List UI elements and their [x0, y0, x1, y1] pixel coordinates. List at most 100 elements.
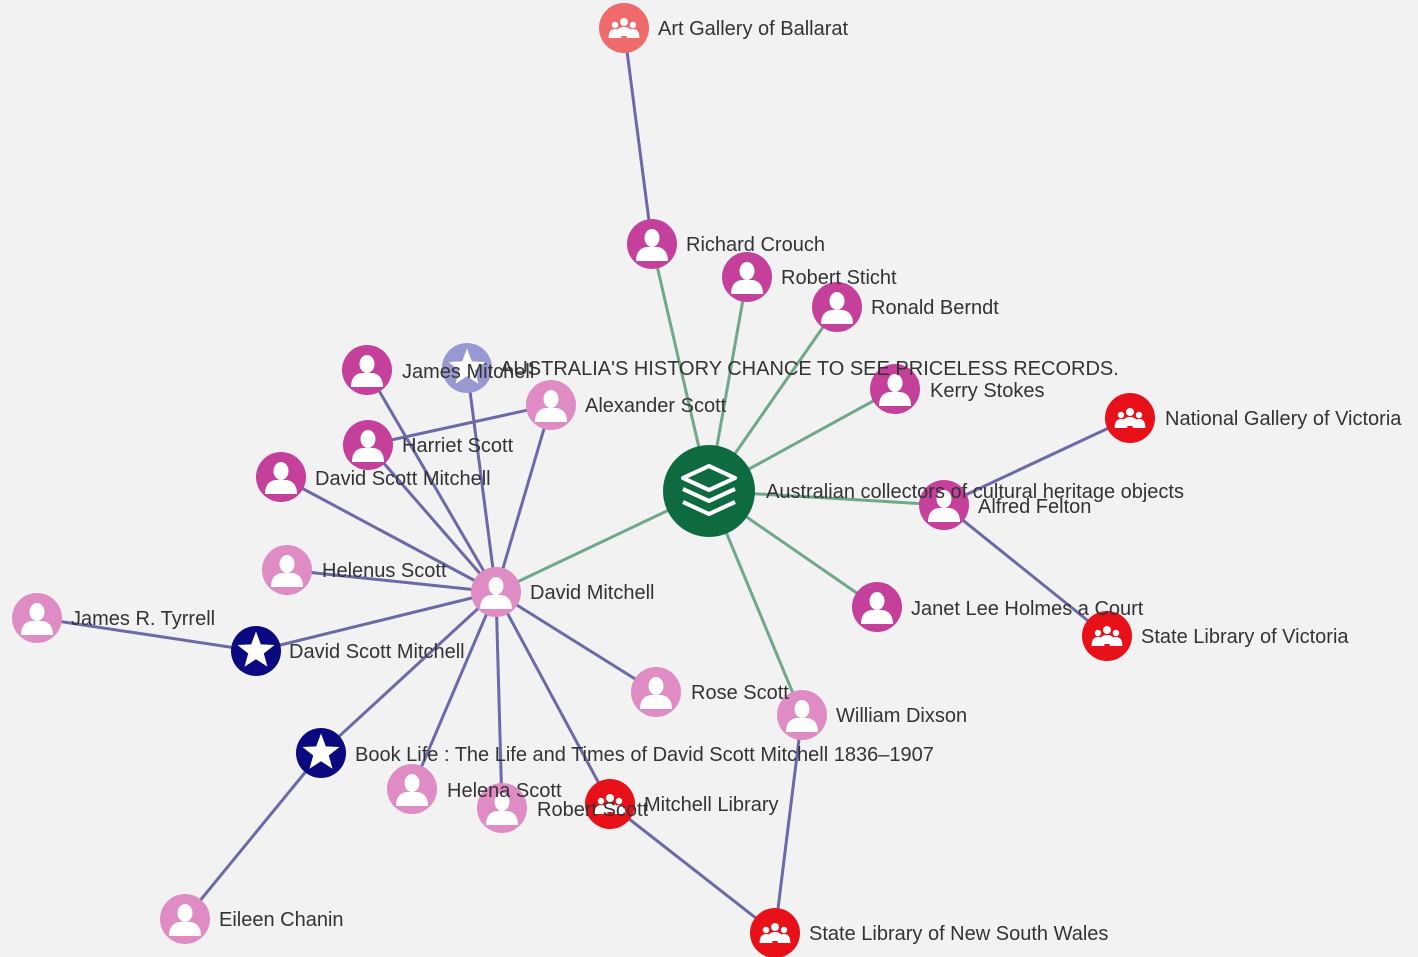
group-icon — [594, 794, 626, 814]
node-art-gallery-ballarat[interactable] — [599, 3, 649, 53]
label-ronald-berndt: Ronald Berndt — [871, 297, 999, 319]
node-robert-sticht[interactable] — [722, 252, 772, 302]
node-james-mitchell[interactable] — [342, 345, 392, 395]
person-icon — [731, 262, 763, 294]
edge-richard-crouch-art-gallery-ballarat — [622, 26, 654, 246]
edge-david-mitchell-helenus-scott — [285, 568, 498, 594]
edge-william-dixson-state-library-nsw — [773, 713, 804, 935]
person-icon — [265, 462, 297, 494]
person-icon — [486, 793, 518, 825]
person-icon — [169, 904, 201, 936]
node-alexander-scott[interactable] — [526, 380, 576, 430]
label-state-library-nsw: State Library of New South Wales — [809, 923, 1108, 945]
person-icon — [861, 592, 893, 624]
group-icon — [1091, 626, 1123, 646]
edge-david-mitchell-rose-scott — [494, 590, 658, 694]
edge-david-mitchell-book-life — [319, 590, 498, 755]
label-topic-collectors: Australian collectors of cultural herita… — [766, 481, 1184, 503]
node-david-scott-mitchell-person[interactable] — [256, 452, 306, 502]
edge-david-mitchell-robert-scott — [494, 590, 504, 810]
label-james-mitchell: James Mitchell — [402, 361, 534, 383]
node-james-tyrrell[interactable] — [12, 593, 62, 643]
person-icon — [535, 390, 567, 422]
star-icon — [302, 733, 340, 769]
label-helenus-scott: Helenus Scott — [322, 560, 447, 582]
node-helenus-scott[interactable] — [262, 545, 312, 595]
person-icon — [271, 555, 303, 587]
node-richard-crouch[interactable] — [627, 219, 677, 269]
label-national-gallery-victoria: National Gallery of Victoria — [1165, 408, 1402, 430]
edge-david-mitchell-newspaper-article — [465, 366, 498, 594]
person-icon — [636, 229, 668, 261]
person-icon — [352, 430, 384, 462]
edge-david-mitchell-helena-scott — [410, 590, 498, 791]
label-rose-scott: Rose Scott — [691, 682, 789, 704]
label-james-tyrrell: James R. Tyrrell — [71, 608, 215, 630]
layers-icon — [681, 464, 737, 516]
nodes-layer: Australian collectors of cultural herita… — [12, 3, 1402, 957]
star-icon — [448, 348, 486, 384]
label-robert-sticht: Robert Sticht — [781, 267, 897, 289]
edge-mitchell-library-state-library-nsw — [608, 802, 777, 935]
label-alexander-scott: Alexander Scott — [585, 395, 727, 417]
label-mitchell-library: Mitchell Library — [644, 794, 778, 816]
node-ronald-berndt[interactable] — [812, 282, 862, 332]
person-icon — [928, 490, 960, 522]
label-janet-holmes-a-court: Janet Lee Holmes a Court — [911, 598, 1144, 620]
edge-david-mitchell-alexander-scott — [494, 403, 553, 594]
edge-alfred-felton-state-library-victoria — [942, 503, 1109, 638]
node-topic-collectors[interactable] — [663, 445, 755, 537]
node-book-life[interactable] — [296, 728, 346, 778]
person-icon — [351, 355, 383, 387]
group-icon — [608, 18, 640, 38]
node-david-scott-mitchell-work[interactable] — [231, 626, 281, 676]
node-alfred-felton[interactable] — [919, 480, 969, 530]
group-icon — [1114, 408, 1146, 428]
label-eileen-chanin: Eileen Chanin — [219, 909, 344, 931]
person-icon — [879, 374, 911, 406]
label-kerry-stokes: Kerry Stokes — [930, 380, 1044, 402]
node-kerry-stokes[interactable] — [870, 364, 920, 414]
edge-david-mitchell-james-mitchell — [365, 368, 498, 594]
node-newspaper-article[interactable] — [442, 343, 492, 393]
edge-alfred-felton-national-gallery-victoria — [942, 416, 1132, 507]
person-icon — [786, 700, 818, 732]
edge-james-tyrrell-david-scott-mitchell-work — [35, 616, 258, 653]
group-icon — [759, 923, 791, 943]
person-icon — [396, 774, 428, 806]
edge-alexander-scott-harriet-scott — [366, 403, 553, 447]
node-state-library-nsw[interactable] — [750, 908, 800, 957]
label-harriet-scott: Harriet Scott — [402, 435, 514, 457]
person-icon — [640, 677, 672, 709]
label-david-scott-mitchell-person: David Scott Mitchell — [315, 468, 491, 490]
label-william-dixson: William Dixson — [836, 705, 967, 727]
node-harriet-scott[interactable] — [343, 420, 393, 470]
node-mitchell-library[interactable] — [585, 779, 635, 829]
edge-book-life-eileen-chanin — [183, 751, 323, 921]
edge-david-mitchell-david-scott-mitchell-work — [254, 590, 498, 653]
node-national-gallery-victoria[interactable] — [1105, 393, 1155, 443]
node-helena-scott[interactable] — [387, 764, 437, 814]
person-icon — [821, 292, 853, 324]
label-robert-scott: Robert Scott — [537, 799, 649, 821]
label-alfred-felton: Alfred Felton — [978, 496, 1091, 518]
node-janet-holmes-a-court[interactable] — [852, 582, 902, 632]
star-icon — [237, 631, 275, 667]
label-richard-crouch: Richard Crouch — [686, 234, 825, 256]
label-david-mitchell: David Mitchell — [530, 582, 654, 604]
node-david-mitchell[interactable] — [471, 567, 521, 617]
node-state-library-victoria[interactable] — [1082, 611, 1132, 661]
node-robert-scott[interactable] — [477, 783, 527, 833]
label-helena-scott: Helena Scott — [447, 780, 562, 802]
node-eileen-chanin[interactable] — [160, 894, 210, 944]
edge-david-mitchell-mitchell-library — [494, 590, 612, 806]
person-icon — [480, 577, 512, 609]
edge-david-mitchell-david-scott-mitchell-person — [279, 475, 498, 594]
label-state-library-victoria: State Library of Victoria — [1141, 626, 1349, 648]
node-rose-scott[interactable] — [631, 667, 681, 717]
node-william-dixson[interactable] — [777, 690, 827, 740]
label-newspaper-article: AUSTRALIA'S HISTORY CHANCE TO SEE PRICEL… — [500, 358, 1119, 380]
label-art-gallery-ballarat: Art Gallery of Ballarat — [658, 18, 849, 40]
label-book-life: Book Life : The Life and Times of David … — [355, 744, 934, 766]
